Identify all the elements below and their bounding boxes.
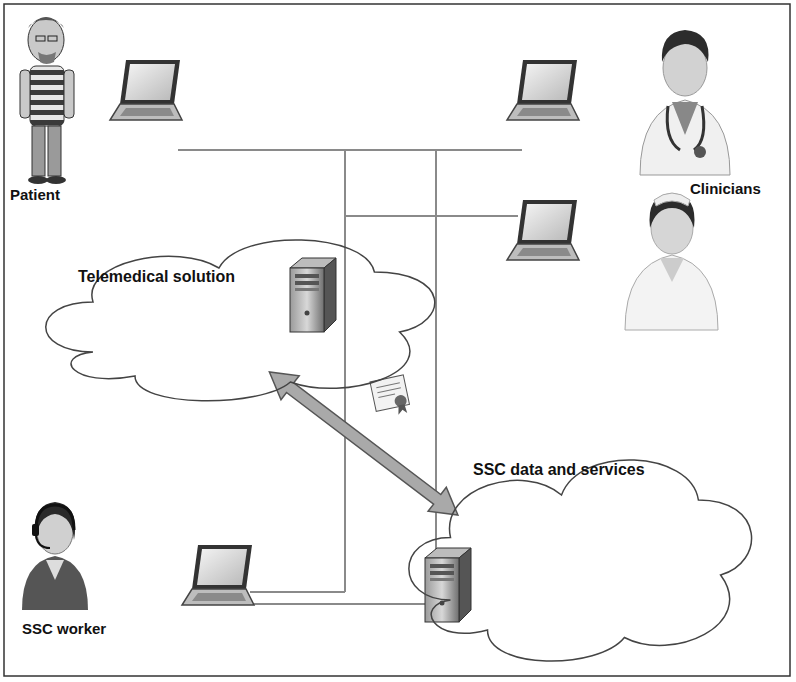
cloud-title: Telemedical solution [78,268,235,286]
cloud-region: SSC data and services [395,425,765,675]
cloud-region: Telemedical solution [30,212,450,412]
data-exchange-arrow [269,372,458,515]
role-label: Patient [10,186,60,203]
role-label: SSC worker [22,620,106,637]
cloud-outline [30,212,450,412]
role-label: Clinicians [690,180,761,197]
cloud-title: SSC data and services [473,461,645,479]
